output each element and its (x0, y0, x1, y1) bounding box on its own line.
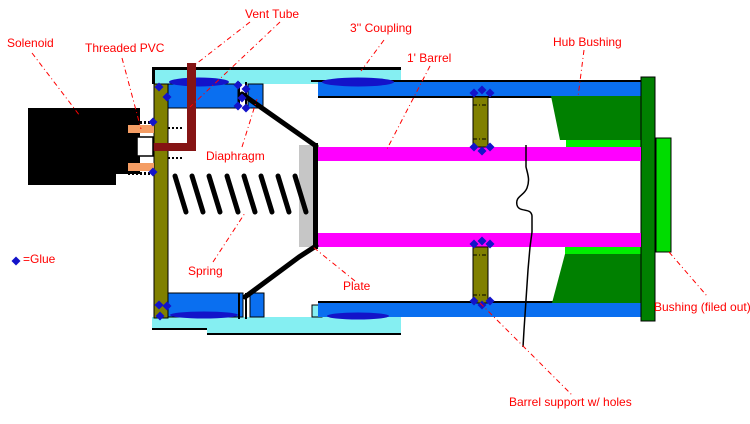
end-cap-bar (640, 76, 656, 322)
coupling-bottom-step (207, 328, 401, 333)
label-diaphragm: Diaphragm (206, 149, 265, 163)
chamber-top-wall (167, 83, 239, 109)
glue-dot-icon (11, 256, 21, 266)
label-solenoid: Solenoid (7, 36, 54, 50)
label-spring: Spring (188, 264, 223, 278)
hub-bushing-bottom (552, 254, 641, 303)
label-glue-legend: =Glue (23, 252, 56, 266)
leader-threaded-pvc (121, 57, 142, 130)
leader-coupling (360, 39, 385, 72)
filed-bushing (655, 137, 672, 253)
plate-shape (299, 145, 313, 247)
leader-vent-tube-2 (189, 21, 281, 108)
threaded-pvc-bottom (128, 163, 154, 171)
hub-bushing-top (551, 96, 641, 140)
diaphragm-joint-bottom (238, 293, 240, 319)
leader-lines (31, 21, 708, 396)
barrel-supports (472, 96, 489, 304)
leader-solenoid (31, 52, 81, 117)
inner-barrel (315, 147, 641, 247)
inner-barrel-bottom (315, 233, 641, 247)
label-plate: Plate (343, 279, 371, 293)
leader-spring (212, 212, 246, 263)
label-threaded-pvc: Threaded PVC (85, 41, 165, 55)
label-vent-tube: Vent Tube (245, 7, 300, 21)
leader-hub-bushing (577, 49, 585, 98)
label-barrel-support: Barrel support w/ holes (509, 395, 632, 409)
vent-tube-shape (152, 63, 196, 151)
leader-plate (312, 246, 356, 282)
barrel-bottom-wall (318, 303, 641, 317)
cleanout-plug-bar (153, 83, 169, 319)
valve-seat-box (136, 136, 154, 157)
hub-bushing-shape (551, 76, 672, 322)
coupling-left-notch (152, 67, 155, 84)
leader-barrel (386, 65, 431, 150)
diaphragm-joint-top (238, 82, 240, 108)
leader-bushing-filed (668, 251, 708, 297)
diaphragm-shape (239, 91, 319, 300)
label-bushing-filed: Bushing (filed out) (654, 300, 750, 314)
leader-diaphragm (241, 98, 258, 148)
label-barrel-1ft: 1' Barrel (407, 51, 452, 65)
barrel-outer-tube (311, 77, 641, 320)
break-line (515, 145, 533, 348)
chamber-pipe-walls (167, 77, 265, 319)
label-hub-bushing: Hub Bushing (553, 35, 622, 49)
coupling-bottom-wall (152, 317, 401, 328)
coupling-top-border (152, 67, 401, 70)
inner-barrel-top (315, 147, 641, 161)
barrel-support-top (472, 96, 489, 148)
label-coupling-3in: 3'' Coupling (350, 21, 412, 35)
spring-shape (172, 173, 309, 215)
leader-barrel-support (479, 302, 573, 396)
solenoid-shape (28, 108, 182, 185)
